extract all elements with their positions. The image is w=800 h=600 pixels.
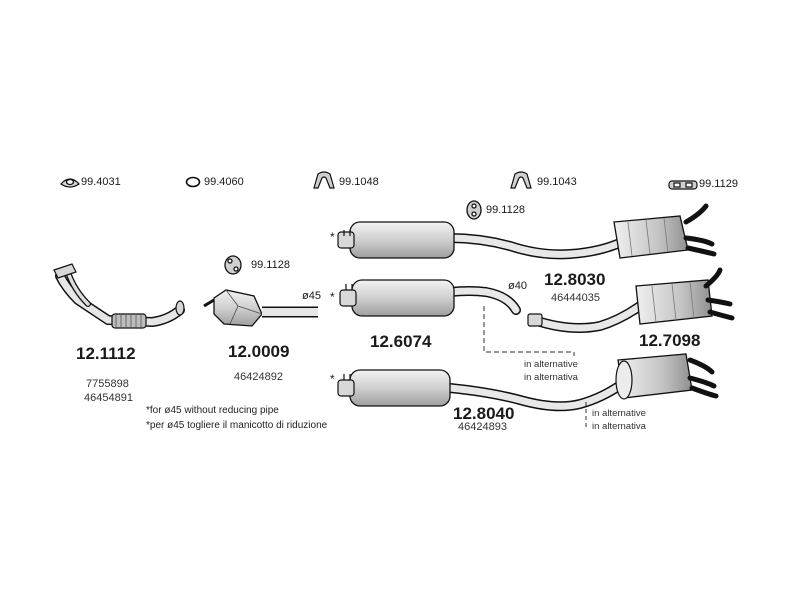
hw-code-1048: 99.1048 xyxy=(339,176,379,188)
asterisk-mark: * xyxy=(330,372,335,386)
alternative-note: in alternative xyxy=(592,408,646,419)
rubber-strap-icon xyxy=(668,180,698,190)
part-number-12-6074: 12.6074 xyxy=(370,332,432,351)
rear-silencer-7098-drawing xyxy=(527,267,735,333)
oe-number: 7755898 xyxy=(86,378,129,390)
asterisk-mark: * xyxy=(330,290,335,304)
hw-code-1128-b: 99.1128 xyxy=(251,259,290,271)
catalyst-drawing xyxy=(203,289,318,327)
diameter-45-label: ø45 xyxy=(302,290,321,302)
oe-number: 46424893 xyxy=(458,421,507,433)
mid-silencer-6074-drawing xyxy=(339,279,521,317)
part-number-12-8030: 12.8030 xyxy=(544,270,606,289)
part-number-12-7098: 12.7098 xyxy=(639,331,701,350)
part-number-12-0009: 12.0009 xyxy=(228,342,290,361)
mounting-bracket-icon xyxy=(510,171,532,189)
footnote-en: *for ø45 without reducing pipe xyxy=(146,405,279,416)
footnote-it: *per ø45 togliere il manicotto di riduzi… xyxy=(146,420,328,431)
silencer-8040-drawing xyxy=(337,353,719,412)
hw-code-1043: 99.1043 xyxy=(537,176,577,188)
ring-gasket-icon xyxy=(185,176,201,188)
oe-number: 46444035 xyxy=(551,292,600,304)
alternative-note: in alternative xyxy=(524,359,578,370)
oe-number: 46454891 xyxy=(84,392,133,404)
oe-number: 46424892 xyxy=(234,371,283,383)
alternative-note: in alternativa xyxy=(592,421,646,432)
rubber-hanger-icon xyxy=(224,255,242,275)
flange-gasket-icon xyxy=(60,178,80,188)
part-number-12-8040: 12.8040 xyxy=(453,404,515,423)
part-number-12-1112: 12.1112 xyxy=(76,344,136,363)
mid-silencer-upper-drawing xyxy=(337,221,627,260)
hw-code-4031: 99.4031 xyxy=(81,176,121,188)
diameter-40-label: ø40 xyxy=(508,280,527,292)
mounting-bracket-icon xyxy=(313,171,335,189)
rubber-hanger-icon xyxy=(466,200,482,220)
asterisk-mark: * xyxy=(330,230,335,244)
alternative-note: in alternativa xyxy=(524,372,578,383)
front-pipe-drawing xyxy=(53,263,185,329)
hw-code-1128-a: 99.1128 xyxy=(486,204,525,216)
alternative-dashed-line xyxy=(483,306,575,356)
hw-code-4060: 99.4060 xyxy=(204,176,244,188)
hw-code-1129: 99.1129 xyxy=(699,178,738,190)
rear-silencer-8030-drawing xyxy=(613,203,717,259)
